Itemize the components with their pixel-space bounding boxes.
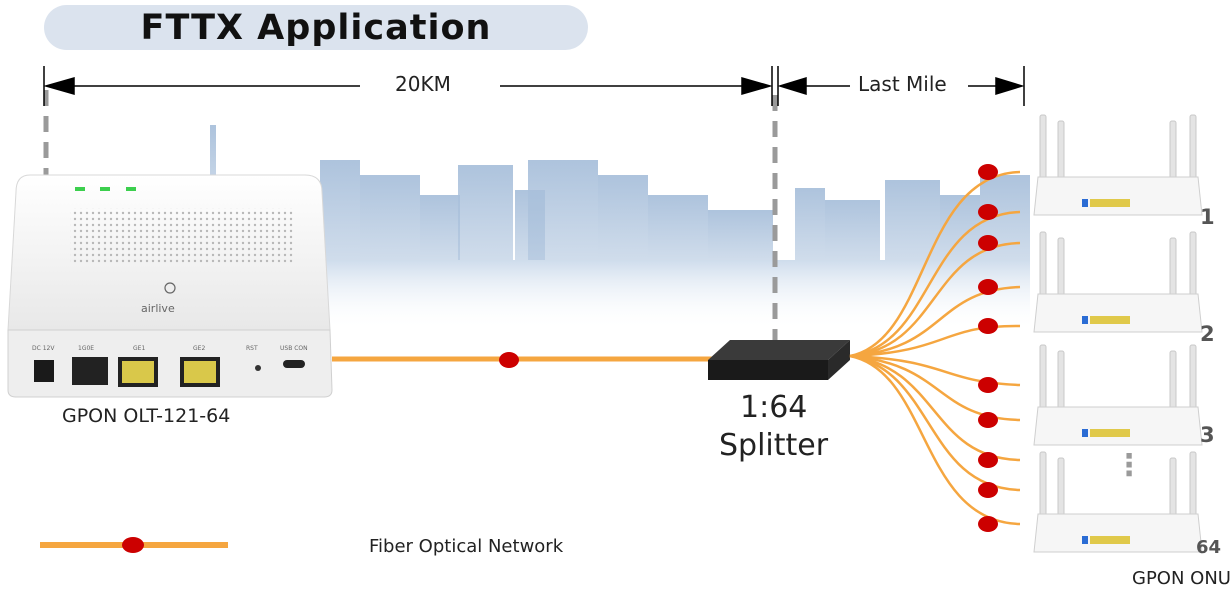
onu-number-1: 1 [1200,205,1215,229]
legend-fiber-swatch [40,537,228,553]
olt-model-label: GPON OLT-121-64 [62,405,231,427]
usb-console-port [283,360,305,368]
svg-text:RST: RST [246,345,258,352]
onu-router-2 [1033,231,1203,333]
fanout-connectors [978,164,998,532]
splitter-ratio-label: 1:64 [740,390,808,425]
splitter-device [708,340,850,380]
fiber-connector [978,164,998,180]
page-title: FTTX Application [140,8,492,48]
svg-text:airlive: airlive [141,302,175,315]
distance-20km-label: 20KM [395,72,451,96]
airlive-logo-icon: airlive [141,282,176,315]
onu-number-3: 3 [1200,423,1215,447]
onu-router-1 [1033,114,1203,216]
fiber-connector [978,452,998,468]
fiber-connector [978,279,998,295]
fiber-connector [978,377,998,393]
svg-text:GE2: GE2 [193,345,205,352]
fiber-connector [499,352,519,368]
svg-text:DC 12V: DC 12V [32,345,55,352]
olt-device: airlive DC 12V 1G0E GE1 GE2 RST USB CON [7,174,333,398]
onu-router-64 [1033,451,1203,553]
led-indicator [126,187,136,191]
sfp-port [72,357,108,385]
svg-text:USB CON: USB CON [280,345,308,352]
distance-20km-arrow [43,66,773,106]
svg-text:1G0E: 1G0E [78,345,94,352]
splitter-name-label: Splitter [719,428,829,463]
dc-power-port [34,360,54,382]
onu-router-3 [1033,344,1203,446]
reset-button [255,365,261,371]
fiber-connector [978,235,998,251]
last-mile-label: Last Mile [858,72,947,96]
onu-group-label: GPON ONUs [1132,568,1231,589]
fiber-connector [978,412,998,428]
last-mile-arrow [777,66,1025,106]
vent-grille [70,208,295,263]
onu-number-64: 64 [1196,537,1222,558]
onu-ellipsis: ⋮ [1114,448,1144,483]
svg-text:GE1: GE1 [133,345,145,352]
fiber-connector [978,318,998,334]
legend-label: Fiber Optical Network [369,536,564,557]
led-indicator [100,187,110,191]
fiber-connector [978,482,998,498]
title-banner: FTTX Application [44,5,588,50]
fiber-connector [978,516,998,532]
onu-number-2: 2 [1200,322,1215,346]
fiber-connector [978,204,998,220]
led-indicator [75,187,85,191]
